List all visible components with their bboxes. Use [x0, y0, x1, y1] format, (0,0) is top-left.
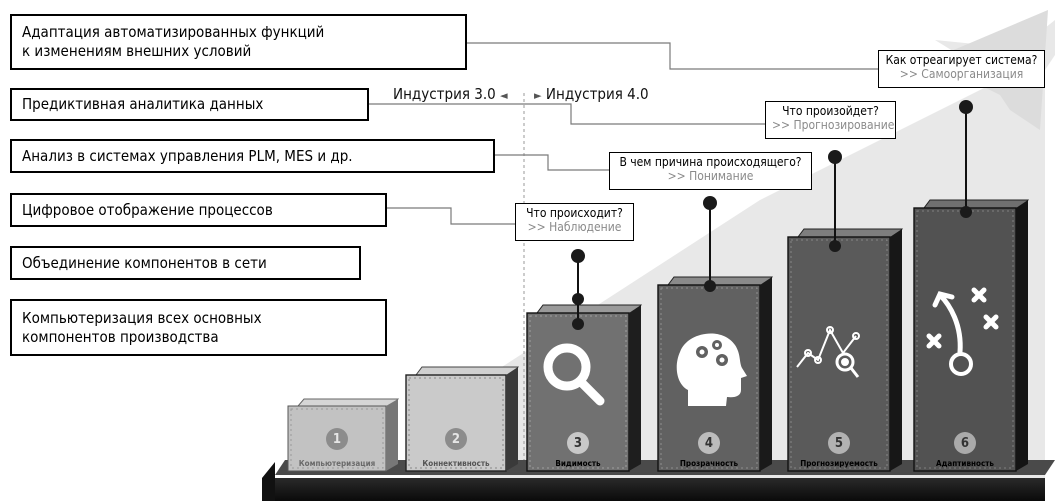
capability-box-analysis: Анализ в системах управления PLM, MES и … [10, 139, 495, 173]
callout-observation: Что происходит? >> Наблюдение [515, 203, 634, 241]
callout-prediction: Что произойдет? >> Прогнозирование [765, 101, 896, 139]
industry-3-label: Индустрия 3.0 ◄ [393, 85, 508, 103]
capability-box-digital-mapping: Цифровое отображение процессов [10, 193, 387, 227]
strategy-play-icon [926, 287, 999, 376]
stage-number-1: 1 [326, 428, 348, 450]
stage-number-4: 4 [698, 432, 720, 454]
pin-dots [571, 100, 973, 330]
capability-box-predictive: Предиктивная аналитика данных [10, 88, 369, 121]
capability-box-networking: Объединение компонентов в сети [10, 246, 361, 280]
stage-number-2: 2 [445, 428, 467, 450]
stage-label-5: Прогнозируемость [800, 459, 878, 468]
stage-label-3: Видимость [555, 459, 601, 468]
analytics-chart-icon [796, 326, 860, 378]
industry-4-label: ► Индустрия 4.0 [534, 85, 649, 103]
callout-understanding: В чем причина происходящего? >> Понимани… [609, 152, 812, 190]
callout-pins [577, 106, 967, 324]
stage-label-2: Коннективность [422, 459, 490, 468]
arrow-right-icon: ► [534, 89, 542, 102]
arrow-left-icon: ◄ [500, 89, 508, 102]
stage-number-3: 3 [567, 432, 589, 454]
stage-label-4: Прозрачность [679, 459, 739, 468]
stage-number-5: 5 [828, 432, 850, 454]
magnifier-icon [543, 343, 605, 406]
stage-label-6: Адаптивность [936, 459, 994, 468]
stage-column-6 [913, 199, 1029, 472]
stage-column-2 [405, 366, 519, 472]
callout-self-organization: Как отреагирует система? >> Самоорганиза… [878, 50, 1045, 88]
stage-number-6: 6 [954, 432, 976, 454]
head-gears-icon [676, 333, 747, 406]
connector-lines [369, 42, 880, 225]
stage-label-1: Компьютеризация [298, 459, 376, 468]
